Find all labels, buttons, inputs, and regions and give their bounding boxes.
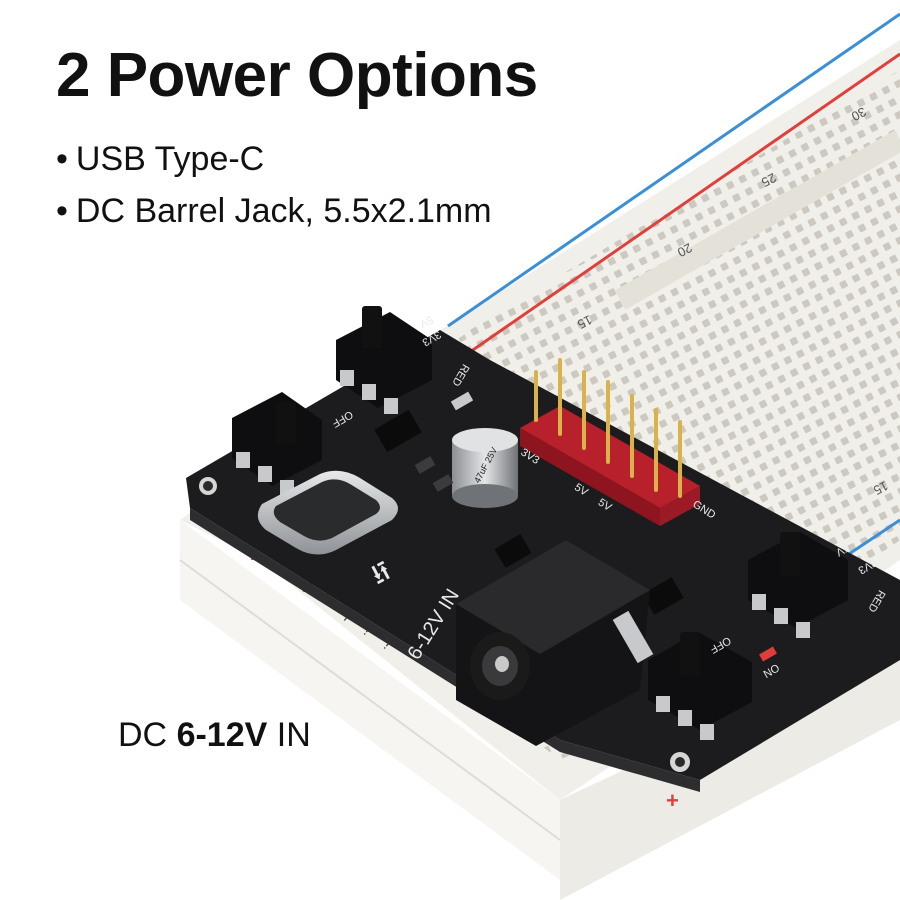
list-item: •DC Barrel Jack, 5.5x2.1mm <box>56 192 492 230</box>
smd-resistor <box>414 456 436 474</box>
dc-barrel-jack[interactable] <box>456 540 654 746</box>
smd-resistor <box>450 391 474 411</box>
smd-chip <box>494 533 532 569</box>
dc-input-caption: DC 6-12V IN <box>118 716 311 755</box>
rail-plus-mark: + <box>666 788 679 813</box>
row-number: 15 <box>871 478 891 498</box>
usb-type-c-port[interactable] <box>257 470 398 555</box>
mounting-hole <box>675 757 685 767</box>
pin-header <box>520 358 700 526</box>
bullet-text-usb: USB Type-C <box>75 140 265 178</box>
power-module: ⭿ 47uF 25V <box>186 306 900 792</box>
power-switch-right[interactable] <box>648 632 752 740</box>
breadboard-edge <box>179 559 561 841</box>
breadboard-channel <box>614 130 900 310</box>
row-number: 25 <box>759 170 779 190</box>
bullet-text-dc: DC Barrel Jack, 5.5x2.1mm <box>75 192 492 230</box>
row-number: 15 <box>575 312 595 332</box>
bullet-glyph: • <box>56 192 68 230</box>
power-switch-top[interactable] <box>336 306 432 414</box>
list-item: •USB Type-C <box>56 140 492 178</box>
dc-caption-suffix: IN <box>276 716 311 754</box>
dc-caption-prefix: DC <box>118 716 168 754</box>
row-number: 30 <box>849 104 869 124</box>
rail-blue-line <box>447 12 900 328</box>
led <box>759 646 777 662</box>
smd-resistor <box>432 474 454 492</box>
voltage-regulator <box>374 409 422 453</box>
voltage-switch-right[interactable] <box>748 532 848 638</box>
rail-red-line <box>469 52 900 354</box>
power-options-list: •USB Type-C •DC Barrel Jack, 5.5x2.1mm <box>56 140 492 244</box>
power-switch-left[interactable] <box>232 392 322 496</box>
headline: 2 Power Options <box>56 41 538 110</box>
mounting-hole <box>203 481 213 491</box>
dc-caption-voltage: 6-12V <box>176 716 268 754</box>
bullet-glyph: • <box>56 140 68 178</box>
row-number: 20 <box>675 240 695 260</box>
capacitor: 47uF 25V <box>452 428 518 508</box>
silk-5v-selector: 5V <box>417 313 435 330</box>
smd-chip <box>642 577 684 615</box>
